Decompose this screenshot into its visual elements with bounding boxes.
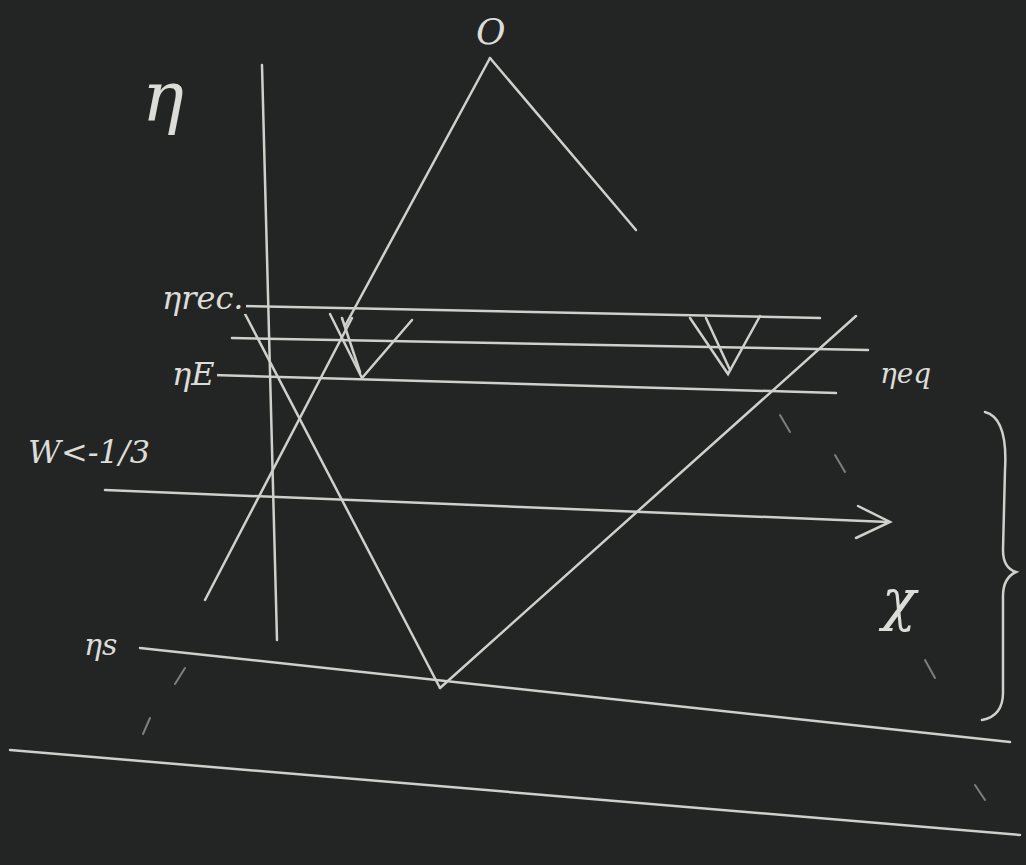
light-cone	[205, 318, 352, 600]
end-line	[212, 375, 836, 393]
small-cone	[330, 314, 412, 378]
small-cone	[690, 316, 760, 374]
chalk-label: η	[140, 62, 186, 132]
chalk-label: ηs	[82, 630, 119, 660]
small-cone	[706, 318, 730, 370]
chalk-label: O	[474, 14, 508, 50]
equality-line	[232, 338, 868, 350]
chi-axis	[105, 490, 888, 522]
recombination-line	[240, 306, 820, 318]
chalk-label: W<-1/3	[26, 436, 152, 468]
chalk-label: χ	[880, 572, 918, 628]
chalk-label: ηrec.	[160, 282, 246, 314]
chalk-label: ηeq	[878, 360, 933, 388]
arrowhead	[856, 506, 890, 538]
light-cone	[440, 316, 856, 688]
curly-brace	[982, 412, 1016, 720]
past-light-cone	[490, 58, 636, 230]
bottom-line	[10, 750, 1020, 835]
eta-s-line	[140, 648, 1010, 742]
past-light-cone	[345, 58, 490, 326]
small-cone	[342, 318, 360, 372]
light-cone	[244, 312, 440, 688]
chalk-label: ηE	[170, 358, 217, 390]
